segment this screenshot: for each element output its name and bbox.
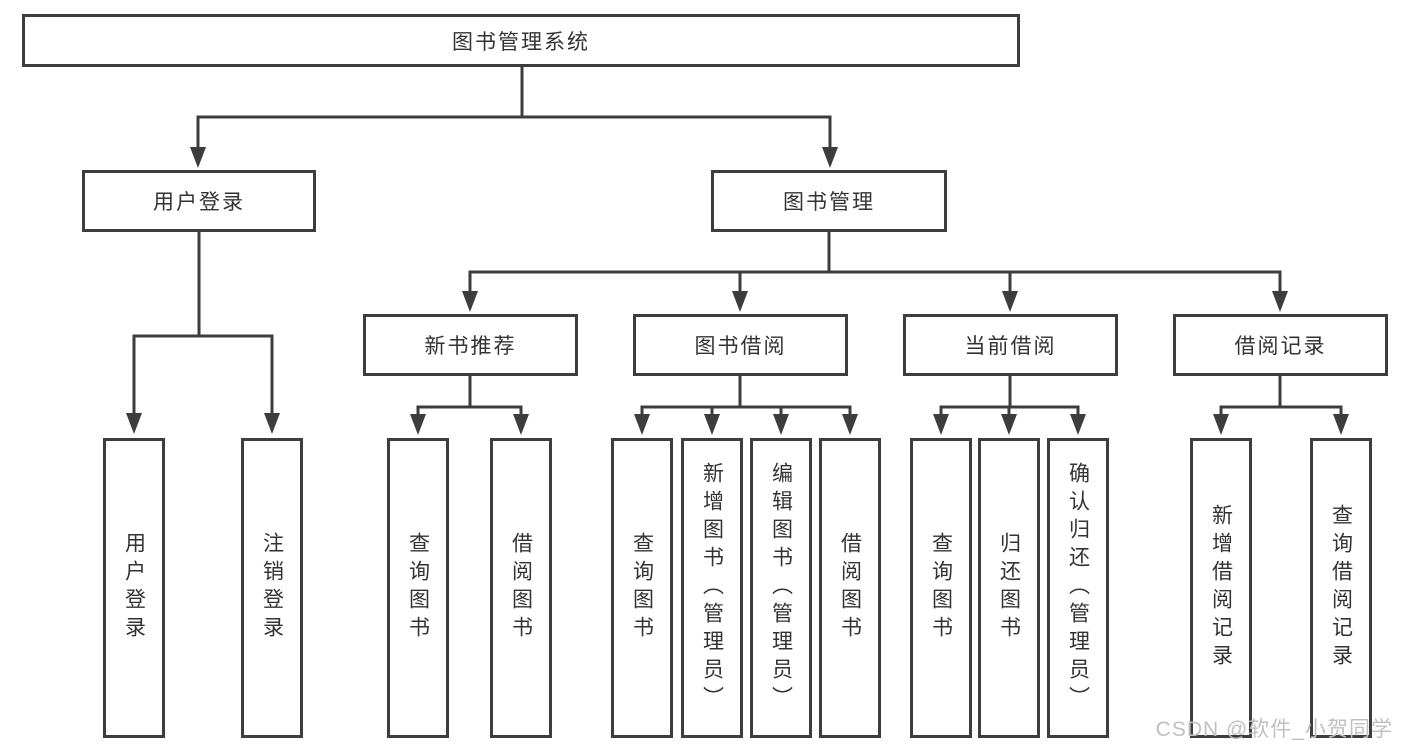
node-borrow-records: 借阅记录 — [1173, 314, 1388, 376]
node-root-label: 图书管理系统 — [452, 30, 590, 54]
leaf-br-query-record-label: 查询借阅记录 — [1329, 504, 1353, 672]
node-new-book-recommend-label: 新书推荐 — [424, 335, 517, 358]
node-borrow-records-label: 借阅记录 — [1234, 335, 1327, 358]
leaf-rec-borrow-books: 借阅图书 — [490, 438, 552, 738]
leaf-cb-confirm-return-admin: 确认归还（管理员） — [1047, 438, 1109, 738]
node-current-borrowing-label: 当前借阅 — [964, 335, 1057, 358]
leaf-cb-query-books: 查询图书 — [910, 438, 972, 738]
leaf-cb-confirm-return-admin-label: 确认归还（管理员） — [1066, 462, 1090, 714]
leaf-cb-return-books: 归还图书 — [978, 438, 1040, 738]
node-book-management: 图书管理 — [711, 170, 947, 232]
node-book-borrowing: 图书借阅 — [633, 314, 848, 376]
csdn-watermark: CSDN @软件_小贺同学 — [1155, 718, 1393, 741]
leaf-user-login-label: 用户登录 — [122, 532, 146, 644]
node-book-management-label: 图书管理 — [783, 191, 875, 214]
leaf-bb-add-books-admin-label: 新增图书（管理员） — [700, 462, 724, 714]
leaf-logout: 注销登录 — [241, 438, 303, 738]
leaf-cb-return-books-label: 归还图书 — [997, 532, 1021, 644]
leaf-br-add-record-label: 新增借阅记录 — [1209, 504, 1233, 672]
node-user-login-label: 用户登录 — [153, 191, 245, 214]
node-new-book-recommend: 新书推荐 — [363, 314, 578, 376]
node-root-system: 图书管理系统 — [22, 14, 1020, 67]
leaf-bb-borrow-books: 借阅图书 — [819, 438, 881, 738]
node-user-login: 用户登录 — [82, 170, 316, 232]
node-current-borrowing: 当前借阅 — [903, 314, 1118, 376]
leaf-logout-label: 注销登录 — [260, 532, 284, 644]
leaf-rec-query-books-label: 查询图书 — [406, 532, 430, 644]
node-book-borrowing-label: 图书借阅 — [694, 335, 787, 358]
leaf-rec-borrow-books-label: 借阅图书 — [509, 532, 533, 644]
leaf-user-login: 用户登录 — [103, 438, 165, 738]
leaf-br-add-record: 新增借阅记录 — [1190, 438, 1252, 738]
leaf-bb-edit-books-admin-label: 编辑图书（管理员） — [769, 462, 793, 714]
leaf-cb-query-books-label: 查询图书 — [929, 532, 953, 644]
leaf-bb-query-books-label: 查询图书 — [630, 532, 654, 644]
leaf-br-query-record: 查询借阅记录 — [1310, 438, 1372, 738]
leaf-bb-borrow-books-label: 借阅图书 — [838, 532, 862, 644]
leaf-bb-edit-books-admin: 编辑图书（管理员） — [750, 438, 812, 738]
leaf-bb-query-books: 查询图书 — [611, 438, 673, 738]
leaf-bb-add-books-admin: 新增图书（管理员） — [681, 438, 743, 738]
leaf-rec-query-books: 查询图书 — [387, 438, 449, 738]
